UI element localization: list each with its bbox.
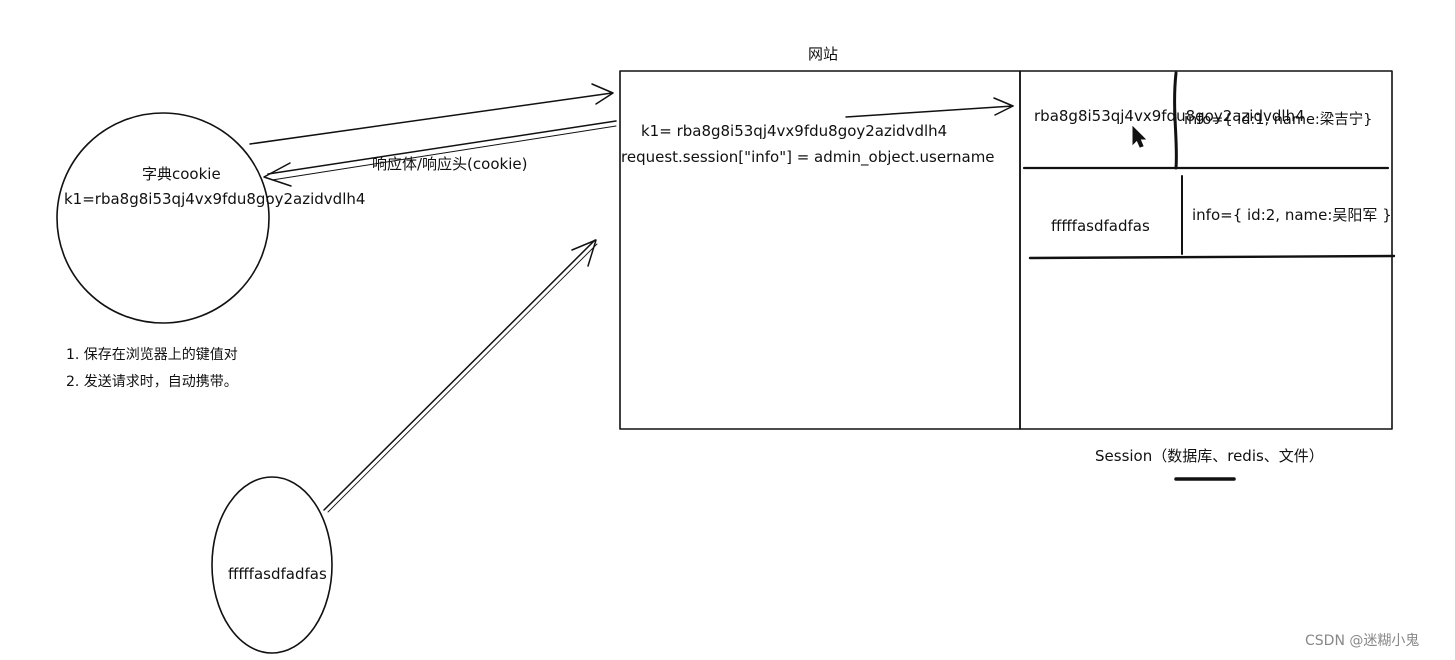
- response-arrow: [267, 120, 617, 175]
- other-request-arrow-2: [327, 243, 598, 513]
- csdn-watermark: CSDN @迷糊小鬼: [1305, 633, 1420, 649]
- other-request-arrow: [323, 239, 596, 511]
- response-arrowhead: [263, 162, 292, 187]
- note-2: 2. 发送请求时，自动携带。: [66, 374, 238, 390]
- session-row2-key: fffffasdfadfas: [1051, 217, 1150, 235]
- session-store-box: [1019, 70, 1393, 430]
- website-cookie-line: k1= rba8g8i53qj4vx9fdu8goy2azidvdlh4: [641, 122, 948, 140]
- session-row1-key: rba8g8i53qj4vx9fdu8goy2azidvdlh4: [1034, 107, 1305, 125]
- request-arrowhead: [591, 83, 614, 105]
- mouse-cursor-icon: [1132, 125, 1147, 148]
- browser-cookie-circle: [56, 112, 270, 324]
- session-lookup-arrow: [845, 105, 1014, 118]
- request-arrow: [249, 92, 613, 145]
- website-session-line: request.session["info"] = admin_object.u…: [621, 148, 995, 166]
- note-1: 1. 保存在浏览器上的键值对: [66, 347, 238, 363]
- session-caption: Session（数据库、redis、文件）: [1095, 447, 1324, 465]
- response-arrow-2: [271, 125, 617, 181]
- session-row2-separator: [1028, 254, 1396, 260]
- response-label: 响应体/响应头(cookie): [372, 155, 528, 173]
- other-browser-circle: [211, 476, 333, 654]
- session-row1-value: info={ id:1, name:梁吉宁}: [1184, 112, 1373, 128]
- cookie-circle-value: k1=rba8g8i53qj4vx9fdu8goy2azidvdlh4: [64, 190, 366, 208]
- website-title: 网站: [808, 45, 839, 63]
- other-request-arrowhead: [571, 239, 597, 267]
- session-row1-divider: [1173, 71, 1178, 170]
- cookie-circle-label: 字典cookie: [142, 165, 221, 183]
- session-row2-value: info={ id:2, name:吴阳军 }: [1192, 206, 1392, 224]
- session-lookup-arrowhead: [993, 97, 1014, 116]
- other-browser-label: fffffasdfadfas: [228, 565, 327, 583]
